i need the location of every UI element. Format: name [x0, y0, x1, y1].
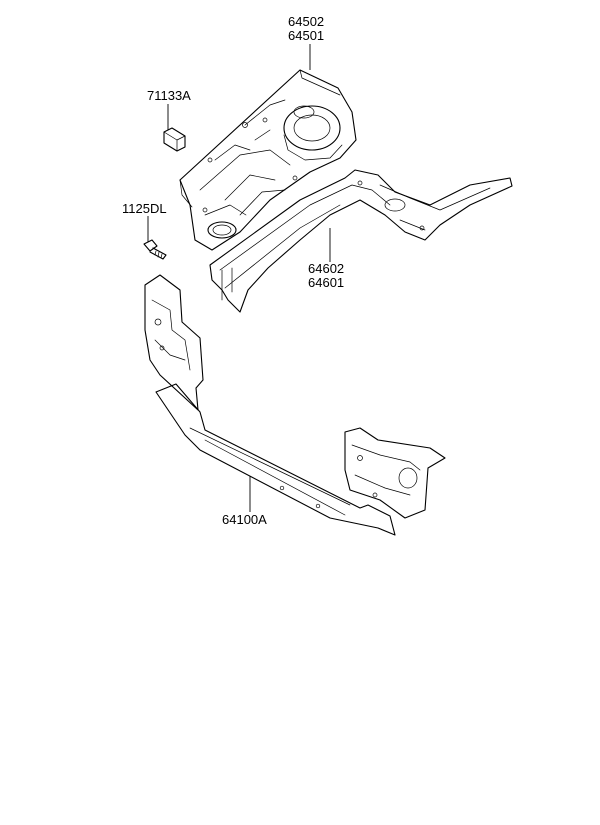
clip-part — [163, 127, 186, 152]
part-number-64601: 64601 — [308, 275, 345, 290]
part-number-64502: 64502 — [288, 14, 325, 29]
radiator-support-part — [144, 274, 446, 536]
part-number-1125dl: 1125DL — [122, 201, 167, 216]
part-number-64501: 64501 — [288, 28, 325, 43]
part-number-71133a: 71133A — [147, 88, 191, 103]
upper-apron-panel — [179, 69, 357, 251]
bolt-part — [143, 239, 167, 260]
part-number-64100a: 64100A — [222, 512, 267, 527]
part-number-64602: 64602 — [308, 261, 345, 276]
side-member-part — [209, 169, 513, 313]
